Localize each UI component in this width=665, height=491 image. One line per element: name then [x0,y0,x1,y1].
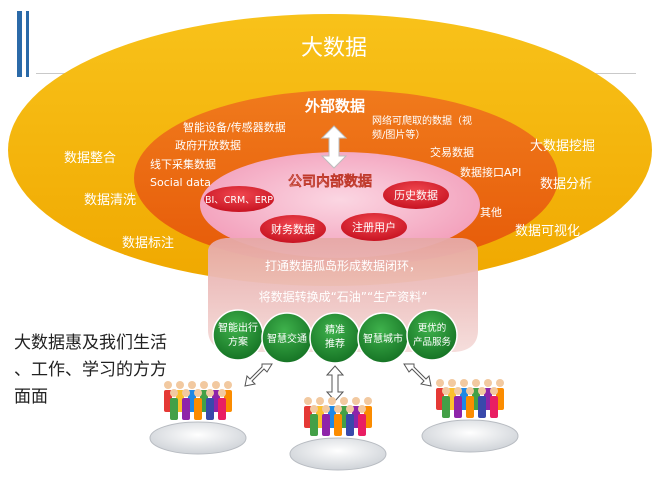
external-right-label: 其他 [480,206,502,219]
internal-pill: 财务数据 [260,215,326,243]
external-left-label: Social data [150,176,211,189]
svg-text:注册用户: 注册用户 [352,220,396,234]
external-right-label: 交易数据 [430,145,474,159]
svg-text:方案: 方案 [228,335,248,348]
internal-title: 公司内部数据 [288,173,372,190]
svg-text:产品服务: 产品服务 [413,336,452,348]
caption-line: 、工作、学习的方方 [14,360,167,380]
outer-left-label: 数据清洗 [84,193,136,208]
svg-text:智能出行: 智能出行 [218,321,258,334]
external-right-label: 网络可爬取的数据（视 [372,114,472,127]
caption-line: 面面 [14,387,48,407]
outer-left-label: 数据标注 [122,236,174,251]
app-circle-smart-city: 智慧城市 [357,312,409,364]
people-group-right-icon [421,379,519,453]
internal-pill: 历史数据 [383,181,449,209]
outer-right-label: 数据可视化 [515,224,580,239]
outer-left-label: 数据整合 [64,151,116,166]
outer-right-label: 数据分析 [540,177,592,192]
external-right-label: 数据接口API [460,165,521,179]
right-diagonal-arrow-icon [403,363,432,387]
external-left-label: 线下采集数据 [150,157,216,171]
exchange-arrow-icon [320,125,348,169]
svg-text:智慧交通: 智慧交通 [267,332,307,345]
svg-text:智慧城市: 智慧城市 [363,332,403,345]
caption-block: 大数据惠及我们生活 、工作、学习的方方 面面 [14,330,204,411]
people-group-center-icon [289,397,387,471]
svg-text:推荐: 推荐 [325,337,345,350]
outer-title: 大数据 [301,36,367,61]
center-vertical-arrow-icon [325,365,345,402]
svg-text:历史数据: 历史数据 [394,188,438,202]
internal-pill: BI、CRM、ERP [204,186,274,212]
svg-text:BI、CRM、ERP: BI、CRM、ERP [205,195,273,206]
svg-text:更优的: 更优的 [418,322,447,334]
caption-line: 大数据惠及我们生活 [14,333,167,353]
people-group-left-icon [149,381,247,455]
external-left-label: 智能设备/传感器数据 [183,120,286,134]
band-line-1: 打通数据孤岛形成数据闭环， [265,258,421,273]
accent-bar-right [26,11,29,77]
left-diagonal-arrow-icon [244,363,273,387]
external-left-label: 政府开放数据 [175,138,241,152]
band-line-2: 将数据转换成“石油”“生产资料” [259,289,428,304]
svg-text:财务数据: 财务数据 [271,222,315,236]
app-circle-better-service: 更优的 产品服务 [406,309,458,361]
app-circle-precise-recommend: 精准 推荐 [309,312,361,364]
app-circle-smart-traffic: 智慧交通 [261,312,313,364]
internal-pill: 注册用户 [341,213,407,241]
svg-text:精准: 精准 [325,323,345,336]
external-right-label: 频/图片等） [372,128,425,141]
accent-bar-left [17,11,22,77]
external-title: 外部数据 [304,97,365,115]
app-circle-smart-travel: 智能出行 方案 [212,309,264,361]
outer-right-label: 大数据挖掘 [530,139,595,154]
